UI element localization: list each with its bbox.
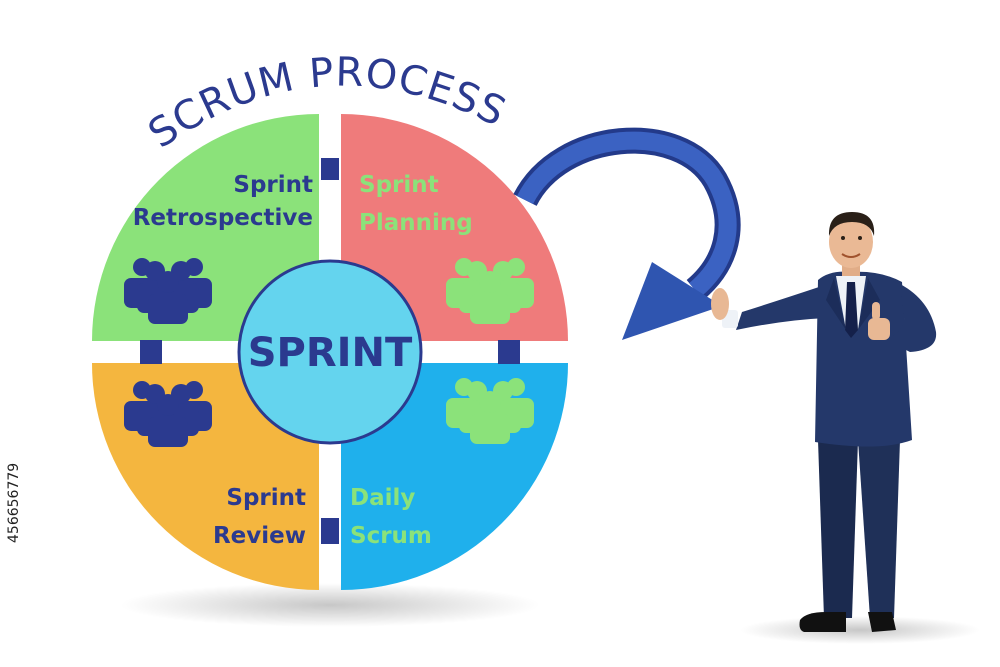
- person-shadow: [740, 616, 980, 644]
- people-group-icon: [124, 258, 212, 324]
- people-group-icon: [446, 258, 534, 324]
- daily-label-line1: Daily: [350, 485, 415, 511]
- sprint-center-circle: [237, 259, 423, 445]
- review-label-line2: Review: [213, 523, 306, 549]
- center-label: SPRINT: [248, 330, 413, 376]
- planning-label-line2: Planning: [359, 210, 473, 236]
- retrospective-label-line1: Sprint: [233, 172, 313, 198]
- connector-left: [140, 340, 162, 364]
- side-id-label: 456656779: [6, 462, 22, 544]
- planning-label-line1: Sprint: [359, 172, 439, 198]
- curved-arrow-icon: [513, 127, 741, 340]
- people-group-icon: [124, 381, 212, 447]
- daily-label-line2: Scrum: [350, 523, 432, 549]
- connector-top: [321, 158, 339, 180]
- retrospective-label-line2: Retrospective: [133, 205, 313, 231]
- connector-right: [498, 340, 520, 364]
- review-label-line1: Sprint: [226, 485, 306, 511]
- businessman-figure: [711, 212, 937, 632]
- wheel-shadow: [120, 583, 540, 627]
- connector-bottom: [321, 518, 339, 544]
- diagram-title: SCRUM PROCESS: [140, 49, 513, 157]
- people-group-icon: [446, 378, 534, 444]
